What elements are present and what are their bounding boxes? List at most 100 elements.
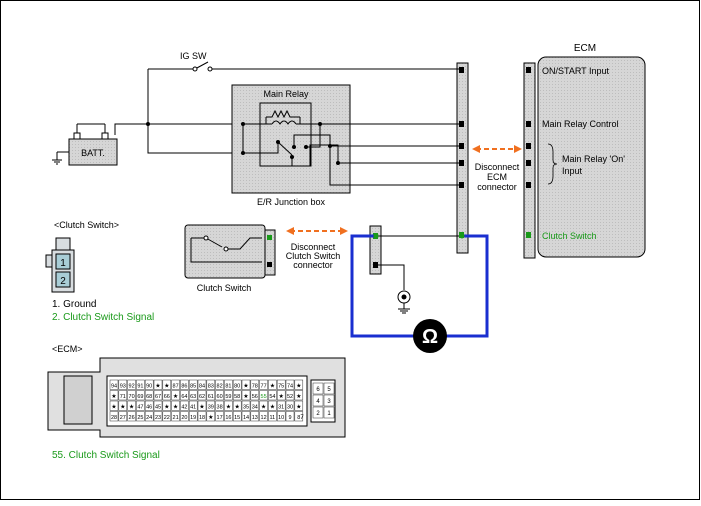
ecm-pin-label: 41 <box>190 404 196 410</box>
ecm-pin-label: ★ <box>296 393 301 400</box>
ecm-pin-cell <box>250 411 260 422</box>
ecm-pin-cell <box>285 390 295 401</box>
pin-2: 2 <box>60 276 66 287</box>
ecm-side-pin-label: 1 <box>327 411 331 417</box>
ecm-pin-label: 46 <box>146 404 152 410</box>
ecm-pin-cell <box>180 379 189 390</box>
ecm-pin-cell <box>127 390 136 401</box>
ecm-pin-label: 13 <box>252 415 258 421</box>
ecm-pin-cell <box>232 400 242 411</box>
ecm-pin <box>526 160 531 166</box>
ecm-pin-label: ★ <box>243 393 248 400</box>
ecm-pin-label: 62 <box>199 394 205 400</box>
ecm-pin-cell <box>118 390 128 401</box>
ecm-pin-cell <box>162 411 172 422</box>
ecm-pin-cell <box>188 400 198 411</box>
disconnect-ecm-label-2: ECM <box>487 172 507 182</box>
ecm-pin <box>526 143 531 149</box>
ecm-pin <box>526 182 531 188</box>
pin-1: 1 <box>60 258 66 269</box>
battery: BATT. <box>52 123 118 166</box>
junction-box: Main Relay <box>231 84 351 194</box>
disconnect-cs-label-3: connector <box>293 260 333 270</box>
ecm-pin-label: 20 <box>181 415 187 421</box>
ecm-pin-label: 31 <box>278 404 284 410</box>
ecm-pin-label: 24 <box>146 415 152 421</box>
ecm-pin-cell <box>215 379 224 390</box>
ecm-pin-label: 34 <box>252 404 258 410</box>
clutch-switch <box>184 224 276 279</box>
ecm-main-relay-on-label: Main Relay 'On' <box>562 154 625 164</box>
ecm-pin-clutch <box>526 232 531 238</box>
ecm-side-pin-cell <box>323 394 335 407</box>
ecm-pin-cell <box>206 411 216 422</box>
ecm-pin-cell <box>259 379 268 390</box>
ecm-pin-label: 74 <box>287 383 293 389</box>
ecm-pin-label: 52 <box>287 394 293 400</box>
ecm-pin-label: 19 <box>190 415 196 421</box>
ecm-pin-cell <box>259 390 268 401</box>
ecm-pin-cell <box>153 411 163 422</box>
ecm-pin-label: 93 <box>120 383 126 389</box>
batt-label: BATT. <box>81 148 105 158</box>
ecm-pin-cell <box>171 379 180 390</box>
ecm-pin-label: 71 <box>120 394 126 400</box>
ecm-pin-label: ★ <box>111 403 116 410</box>
ecm-pin-cell <box>276 390 286 401</box>
ecm-pin-label: 42 <box>181 404 187 410</box>
disconnect-cs-label-1: Disconnect <box>291 242 336 252</box>
ecm-pin-cell <box>109 400 119 411</box>
ecm-pin-cell <box>197 411 207 422</box>
ecm-pin-label: 68 <box>146 394 152 400</box>
ecm-pin-label: 82 <box>217 383 223 389</box>
ecm-on-start-label: ON/START Input <box>542 66 610 76</box>
ecm-pin-label: 91 <box>137 383 143 389</box>
ecm-pin-cell <box>250 400 260 411</box>
disconnect-ecm-label-3: connector <box>477 182 517 192</box>
ecm-side-pin-label: 5 <box>327 387 331 393</box>
ecm-pin-label: 9 <box>288 415 291 421</box>
ecm-pin-cell <box>118 411 128 422</box>
ohmmeter-leads <box>350 233 489 338</box>
ecm-pin-cell <box>162 379 172 390</box>
ecm-pin-cell <box>109 390 119 401</box>
ecm-pin-cell <box>250 390 260 401</box>
ecm-main-relay-control-label: Main Relay Control <box>542 119 619 129</box>
disconnect-ecm-arrow <box>472 145 522 153</box>
ecm-pin-cell <box>294 379 304 390</box>
ecm-pin-cell <box>171 400 180 411</box>
ecm-pin-label: 23 <box>155 415 161 421</box>
ecm-pin-label: ★ <box>199 403 204 410</box>
ecm-pin-cell <box>109 411 119 422</box>
harness-pin <box>459 143 464 149</box>
legend-ground: 1. Ground <box>52 299 96 310</box>
ecm-pin-label: 75 <box>278 383 284 389</box>
disconnect-ecm-label-1: Disconnect <box>475 162 520 172</box>
ecm-pin-cell <box>136 400 145 411</box>
ecm-pin-label: 54 <box>269 394 275 400</box>
ecm-pin-label: 26 <box>129 415 135 421</box>
ecm-pin-label: 47 <box>137 404 143 410</box>
ecm-pin-label: ★ <box>164 403 169 410</box>
ecm-pin-label: 15 <box>234 415 240 421</box>
ecm-pin-cell <box>241 390 251 401</box>
ecm-pin-cell <box>294 390 304 401</box>
ecm-pin-cell <box>127 400 136 411</box>
ecm-pin-label: ★ <box>208 414 213 421</box>
clutch-connector-view <box>45 237 75 293</box>
ecm-pin-label: ★ <box>270 382 275 389</box>
ecm-pin-cell <box>294 400 304 411</box>
ecm-pin-label: 92 <box>129 383 135 389</box>
ecm-pin-cell <box>136 379 145 390</box>
ecm-pin-cell <box>215 390 224 401</box>
ecm-pin-cell <box>188 411 198 422</box>
ecm-pin-cell <box>144 390 154 401</box>
ecm-pin-label: ★ <box>296 403 301 410</box>
ecm-pin-cell <box>276 411 286 422</box>
ecm-pin-label: 10 <box>278 415 284 421</box>
ecm-pin-label: 28 <box>111 415 117 421</box>
